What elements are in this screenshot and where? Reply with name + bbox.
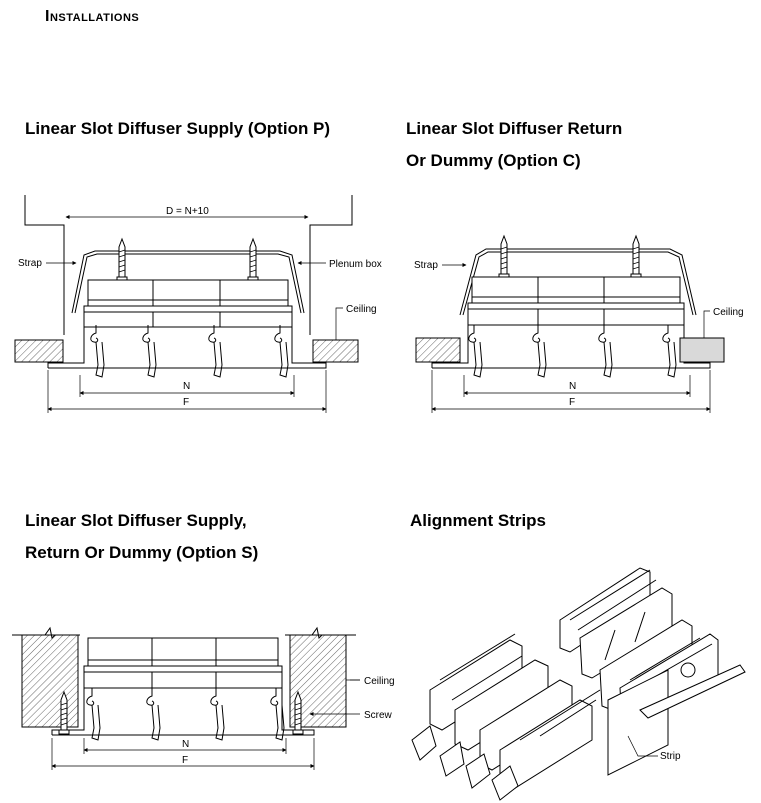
page-heading: Installations (45, 8, 140, 25)
option-c-title-line1: Linear Slot Diffuser Return (406, 119, 623, 138)
ceiling-block-left (14, 339, 64, 363)
bolt-icon (116, 238, 128, 282)
dimension-n-label: N (182, 739, 189, 750)
bolt-icon (630, 235, 642, 279)
alignment-strips-diagram: Strip (411, 567, 746, 801)
option-p-diagram: D = N+10 Strap Plenum box Ceiling N F (14, 195, 382, 413)
dimension-d-label: D = N+10 (166, 206, 209, 217)
dimension-f-label: F (183, 397, 189, 408)
ceiling-label: Ceiling (346, 304, 377, 315)
dimension-n-label: N (183, 381, 190, 392)
option-s-title-line1: Linear Slot Diffuser Supply, (25, 511, 247, 530)
plenum-box-right-wall (309, 195, 353, 335)
dimension-n-label: N (569, 381, 576, 392)
strap-label: Strap (414, 260, 438, 271)
strip-label: Strip (660, 751, 681, 762)
strap (459, 248, 697, 316)
strip-plate (607, 669, 669, 776)
option-p-title: Linear Slot Diffuser Supply (Option P) (25, 119, 331, 138)
ceiling-block-right (679, 337, 725, 363)
dimension-f-label: F (569, 397, 575, 408)
plenum-box-left-wall (24, 195, 65, 335)
plenum-box-label: Plenum box (329, 259, 382, 270)
strap-label: Strap (18, 258, 42, 269)
strap (71, 250, 305, 314)
dimension-f-label: F (182, 755, 188, 766)
option-c-diagram: Strap Ceiling N F (414, 235, 744, 413)
bolt-icon (498, 235, 510, 279)
ceiling-block-left (21, 634, 79, 728)
ceiling-block-left (415, 337, 461, 363)
screw-icon (680, 662, 696, 678)
option-c-title-line2: Or Dummy (Option C) (406, 151, 581, 170)
bolt-icon (247, 238, 259, 282)
screw-label: Screw (364, 710, 393, 721)
option-s-diagram: Ceiling Screw N F (12, 626, 395, 770)
option-s-title-line2: Return Or Dummy (Option S) (25, 543, 259, 562)
alignment-title: Alignment Strips (410, 511, 547, 530)
ceiling-label: Ceiling (364, 676, 395, 687)
ceiling-block-right (312, 339, 359, 363)
ceiling-label: Ceiling (713, 307, 744, 318)
